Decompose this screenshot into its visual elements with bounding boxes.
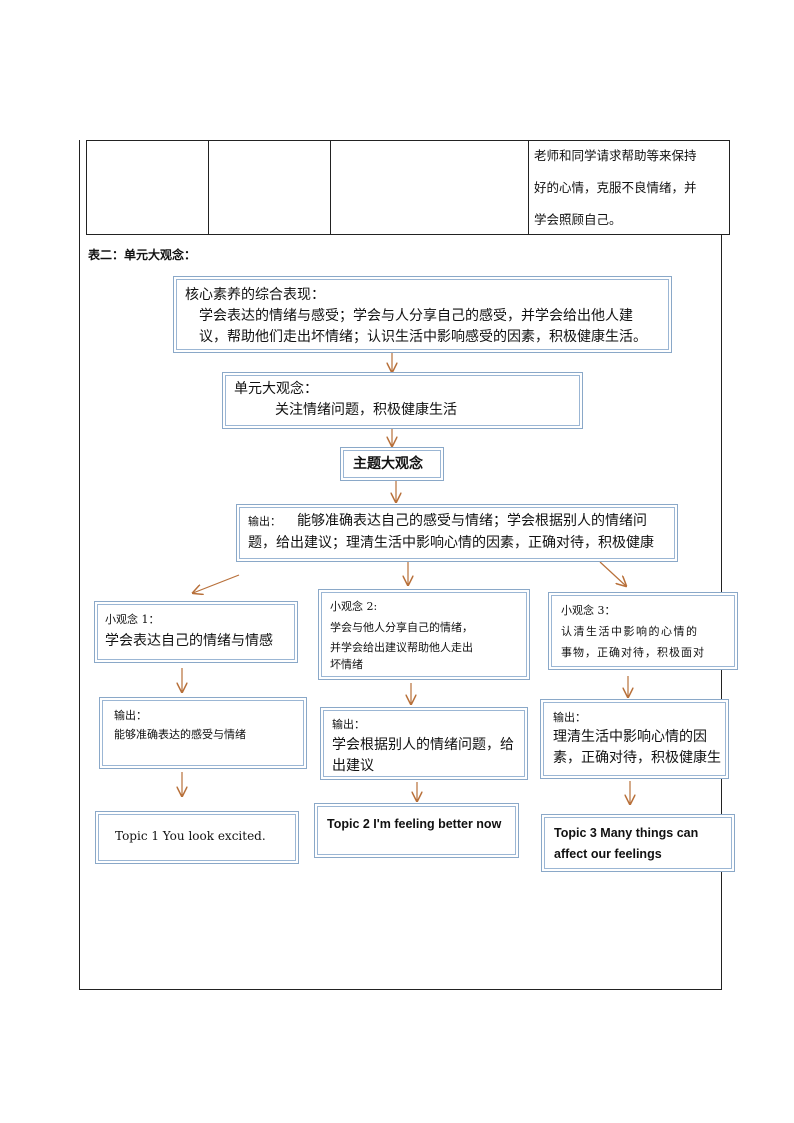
topic-2-box: Topic 2 I'm feeling better now <box>314 803 519 858</box>
topic-3-text: Topic 3 Many things can <box>554 826 699 840</box>
table-col-line <box>330 140 331 235</box>
unit-title: 单元大观念： <box>234 381 318 397</box>
sub-output-3-text: 素，正确对待，积极健康生 <box>553 750 721 766</box>
table-col-line <box>86 140 87 235</box>
arrow-output-to-sub3 <box>599 561 626 586</box>
sub-output-2-text: 学会根据别人的情绪问题，给 <box>332 737 514 753</box>
frame-bottom-border <box>79 989 722 990</box>
sub-output-2-label: 输出： <box>332 718 365 731</box>
sub-idea-3-box: 小观念 3： 认清生活中影响的心情的 事物，正确对待，积极面对 <box>548 592 738 670</box>
theme-title: 主题大观念 <box>353 456 423 472</box>
sub-idea-2-text: 坏情绪 <box>330 658 363 671</box>
sub-idea-1-title: 小观念 1： <box>105 613 160 626</box>
core-title: 核心素养的综合表现： <box>185 287 325 303</box>
table-col-line <box>208 140 209 235</box>
sub-idea-1-text: 学会表达自己的情绪与情感 <box>105 633 273 649</box>
sub-idea-3-text: 认清生活中影响的心情的 <box>561 625 699 638</box>
sub-output-3-text: 理清生活中影响心情的因 <box>553 729 707 745</box>
sub-output-1-label: 输出： <box>114 709 147 722</box>
sub-output-2-text: 出建议 <box>332 758 374 774</box>
topic-3-box: Topic 3 Many things can affect our feeli… <box>541 814 735 872</box>
topic-1-box: Topic 1 You look excited. <box>95 811 299 864</box>
sub-idea-2-text: 并学会给出建议帮助他人走出 <box>330 641 473 654</box>
table-col-line <box>528 140 529 235</box>
theme-big-idea-box: 主题大观念 <box>340 447 444 481</box>
unit-big-idea-box: 单元大观念： 关注情绪问题，积极健康生活 <box>222 372 583 429</box>
table-cell-line: 学会照顾自己。 <box>534 212 622 227</box>
topic-3-text: affect our feelings <box>554 847 662 861</box>
table-cell-line: 好的心情，克服不良情绪，并 <box>534 180 697 195</box>
sub-output-1-text: 能够准确表达的感受与情绪 <box>114 728 246 741</box>
frame-left-border <box>79 140 80 990</box>
core-competency-box: 核心素养的综合表现： 学会表达的情绪与感受；学会与人分享自己的感受，并学会给出他… <box>173 276 672 353</box>
output-text: 题，给出建议；理清生活中影响心情的因素，正确对待，积极健康 <box>248 535 654 551</box>
table-col-line <box>729 140 730 235</box>
sub-idea-2-box: 小观念 2: 学会与他人分享自己的情绪， 并学会给出建议帮助他人走出 坏情绪 <box>318 589 530 680</box>
sub-output-3-label: 输出： <box>553 711 586 724</box>
sub-idea-3-title: 小观念 3： <box>561 604 616 617</box>
topic-2-text: Topic 2 I'm feeling better now <box>327 817 502 831</box>
core-line: 议，帮助他们走出坏情绪；认识生活中影响感受的因素，积极健康生活。 <box>199 329 647 345</box>
table-top-border <box>86 140 730 141</box>
unit-text: 关注情绪问题，积极健康生活 <box>275 402 457 418</box>
topic-1-text: Topic 1 You look excited. <box>115 829 266 843</box>
sub-output-1-box: 输出： 能够准确表达的感受与情绪 <box>99 697 307 769</box>
section-label: 表二：单元大观念： <box>88 248 197 262</box>
table-cell-line: 老师和同学请求帮助等来保持 <box>534 148 697 163</box>
sub-idea-1-box: 小观念 1： 学会表达自己的情绪与情感 <box>94 601 298 663</box>
sub-idea-2-text: 学会与他人分享自己的情绪， <box>330 621 473 634</box>
sub-output-3-box: 输出： 理清生活中影响心情的因 素，正确对待，积极健康生 <box>540 699 729 779</box>
core-line: 学会表达的情绪与感受；学会与人分享自己的感受，并学会给出他人建 <box>199 308 633 324</box>
main-output-box: 输出： 能够准确表达自己的感受与情绪；学会根据别人的情绪问 题，给出建议；理清生… <box>236 504 678 562</box>
arrow-output-to-sub1 <box>193 574 240 593</box>
output-text: 能够准确表达自己的感受与情绪；学会根据别人的情绪问 <box>297 513 647 529</box>
output-label: 输出： <box>248 515 281 528</box>
sub-idea-3-text: 事物，正确对待，积极面对 <box>561 646 705 659</box>
sub-idea-2-title: 小观念 2: <box>330 600 378 613</box>
sub-output-2-box: 输出： 学会根据别人的情绪问题，给 出建议 <box>320 707 528 780</box>
table-bottom-border <box>86 234 730 235</box>
